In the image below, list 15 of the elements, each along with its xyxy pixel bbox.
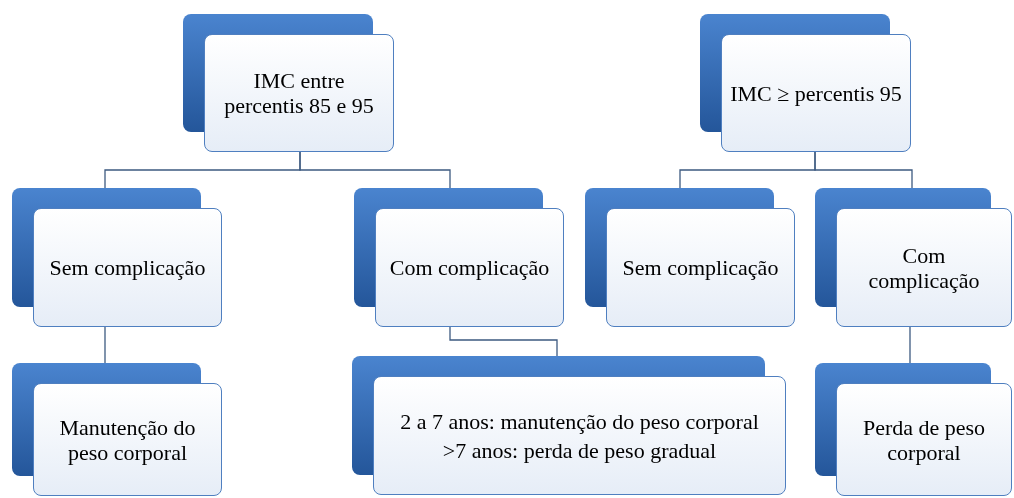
node-text: Perda de peso corporal	[861, 414, 987, 465]
node-text: Manutenção do peso corporal	[58, 414, 197, 465]
connector-line	[814, 151, 913, 189]
node-text: IMC entre percentis 85 e 95	[223, 68, 375, 118]
node-text: Com complicação	[867, 242, 981, 293]
connector-line	[104, 326, 106, 364]
node-text: Sem complicação	[49, 255, 206, 280]
node-text: Com complicação	[389, 255, 550, 280]
node-text: >7 anos: perda de peso gradual	[442, 437, 717, 463]
connector-line	[909, 326, 911, 364]
node-text: 2 a 7 anos: manutenção do peso corporal	[400, 408, 759, 434]
node-text: Sem complicação	[622, 255, 779, 280]
node-text: IMC ≥ percentis 95	[730, 80, 902, 106]
connector-line	[299, 151, 451, 189]
connector-line	[449, 326, 558, 357]
